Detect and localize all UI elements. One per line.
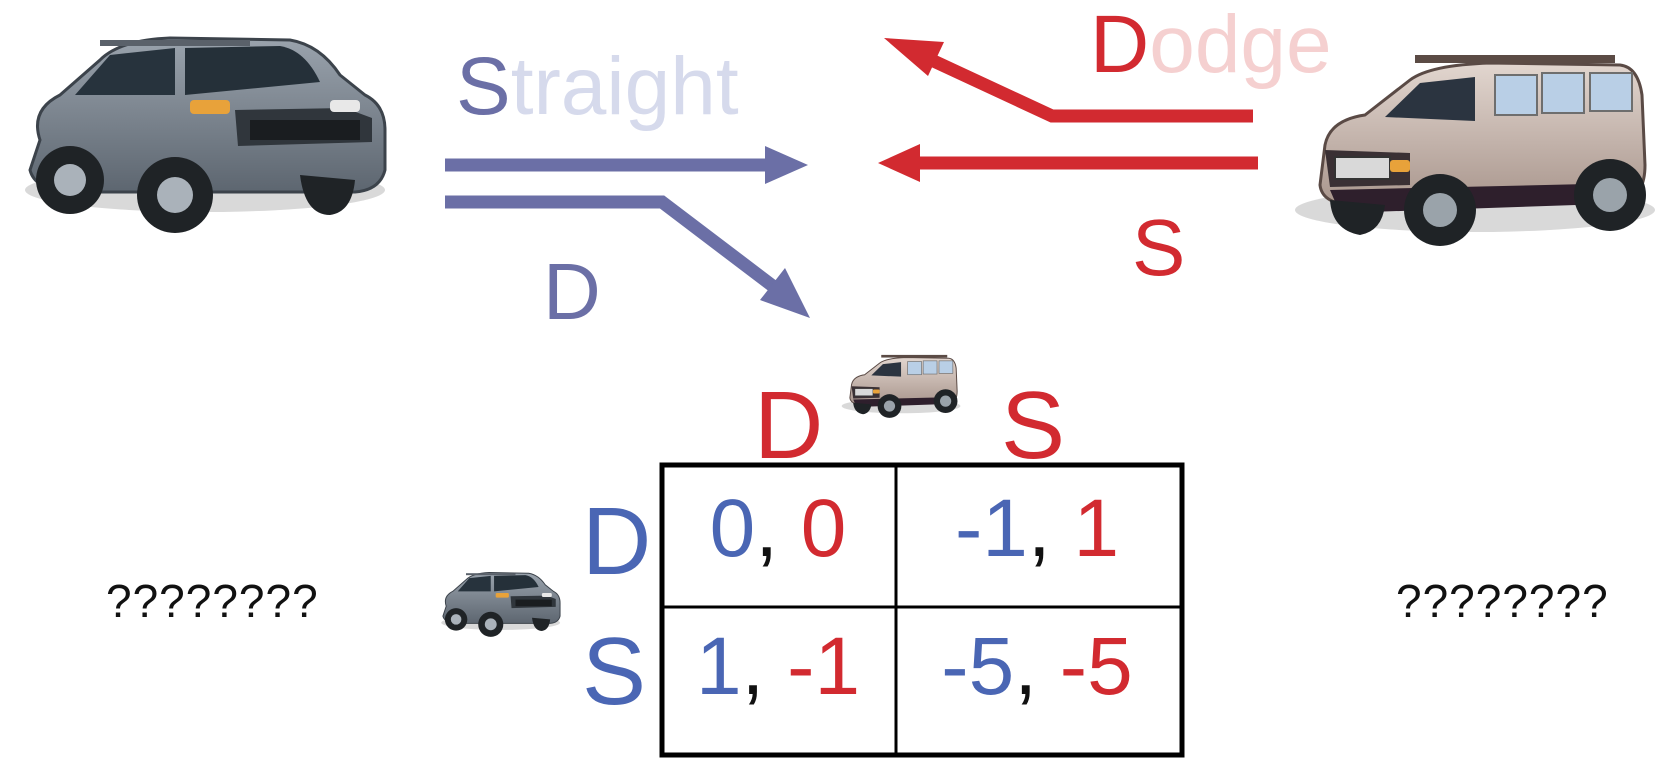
payoff-p1: 0 [709,483,756,574]
column-header-s: S [1001,372,1066,479]
payoff-p2: 0 [800,483,847,574]
column-header-d: D [754,372,824,479]
payoff-separator: , [1014,621,1060,712]
row-player-grey-suv-icon [440,572,561,638]
payoff-p1: -1 [954,483,1028,574]
right-dodge-label: Dodge [1090,4,1332,86]
column-player-tan-suv-icon [841,354,961,419]
payoff-matrix-grid [659,462,1185,758]
right-car-tan-suv-icon [1293,53,1657,248]
left-car-grey-suv-icon [23,36,387,235]
left-straight-arrow [445,146,808,184]
right-straight-initial: S [1132,203,1186,292]
payoff-separator: , [741,621,788,712]
payoff-p1: 1 [695,621,742,712]
payoff-separator: , [755,483,801,574]
right-straight-label: S [1132,208,1185,288]
left-straight-label: Straight [456,46,739,128]
left-dodge-arrow [445,195,810,318]
left-straight-rest: traight [510,41,739,132]
right-straight-arrow [878,144,1258,182]
row-header-d: D [582,488,652,595]
right-dodge-arrow [884,38,1253,123]
payoff-p1: -5 [941,621,1015,712]
payoff-p2: -1 [787,621,861,712]
payoff-p2: 1 [1073,483,1120,574]
left-straight-initial: S [456,41,511,132]
payoff-separator: , [1027,483,1074,574]
right-dodge-rest: odge [1149,0,1332,90]
payoff-p2: -5 [1059,621,1133,712]
left-dodge-initial: D [543,247,601,336]
left-dodge-label: D [543,252,601,332]
placeholder-left: ???????? [106,575,319,627]
right-dodge-initial: D [1090,0,1150,90]
row-header-s: S [582,618,647,725]
placeholder-right: ???????? [1396,575,1609,627]
